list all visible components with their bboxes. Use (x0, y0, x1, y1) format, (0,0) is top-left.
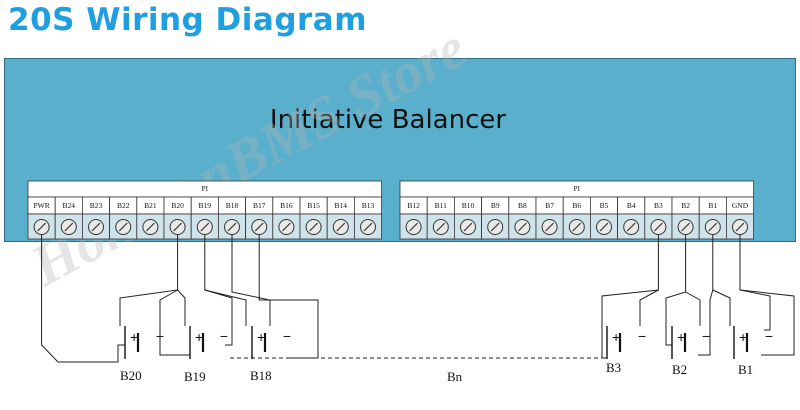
pin-label: B19 (199, 201, 212, 210)
pin-label: B24 (63, 201, 76, 210)
screw-slot (463, 222, 473, 232)
pin-label: B20 (171, 201, 184, 210)
pin-label: B7 (545, 201, 554, 210)
pin-label: B10 (462, 201, 475, 210)
connector-group: PI PWR B24 B23 B22 B21 B20 B19 B18 B17 B16 B15 B14 B1… (27, 180, 755, 240)
battery-cell: + − B2 (671, 326, 710, 377)
battery-cell: + − B1 (733, 326, 773, 377)
battery-group: + − B20 + − B19 + − B18 + − B3 + − B2 + − B1 (120, 326, 773, 384)
pin-label: B16 (280, 201, 293, 210)
pin-label: B8 (518, 201, 527, 210)
battery-minus-sign: − (638, 328, 646, 344)
pin-label: B3 (654, 201, 663, 210)
battery-plus-sign: + (739, 329, 747, 345)
screw-slot (490, 222, 500, 232)
board-label: Initiative Balancer (269, 105, 507, 135)
screw-slot (363, 222, 373, 232)
screw-slot (517, 222, 527, 232)
screw-slot (626, 222, 636, 232)
pin-label: B14 (335, 201, 348, 210)
pin-label: B13 (362, 201, 375, 210)
screw-slot (118, 222, 128, 232)
pin-label: GND (732, 201, 749, 210)
screw-slot (64, 222, 74, 232)
battery-minus-sign: − (220, 328, 228, 344)
battery-minus-sign: − (156, 328, 164, 344)
pin-label: B17 (253, 201, 266, 210)
battery-cell: + − B3 (606, 326, 646, 375)
pin-label: B12 (407, 201, 420, 210)
battery-label: B1 (738, 362, 753, 377)
battery-plus-sign: + (195, 329, 203, 345)
screw-slot (735, 222, 745, 232)
pin-label: B15 (307, 201, 320, 210)
pin-label: B22 (117, 201, 130, 210)
battery-label: B3 (606, 360, 621, 375)
screw-slot (281, 222, 291, 232)
pin-label: B18 (226, 201, 239, 210)
screw-slot (37, 222, 47, 232)
series-label: Bn (447, 369, 463, 384)
pin-label: B11 (435, 201, 447, 210)
battery-label: B2 (672, 362, 687, 377)
battery-plus-sign: + (612, 329, 620, 345)
battery-plus-sign: + (130, 329, 138, 345)
battery-cell: + − B20 (120, 326, 164, 383)
battery-minus-sign: − (702, 328, 710, 344)
screw-slot (227, 222, 237, 232)
screw-slot (145, 222, 155, 232)
battery-minus-sign: − (283, 328, 291, 344)
screw-slot (200, 222, 210, 232)
screw-slot (254, 222, 264, 232)
pin-label: PWR (33, 201, 49, 210)
pin-label: B21 (144, 201, 157, 210)
battery-minus-sign: − (765, 328, 773, 344)
pin-label: B1 (708, 201, 717, 210)
battery-plus-sign: + (257, 329, 265, 345)
pin-label: B23 (90, 201, 103, 210)
screw-slot (173, 222, 183, 232)
screw-slot (681, 222, 691, 232)
screw-slot (653, 222, 663, 232)
pin-label: B4 (627, 201, 636, 210)
battery-plus-sign: + (677, 329, 685, 345)
battery-cell: + − B19 (184, 326, 228, 384)
battery-cell: + − B18 (250, 326, 291, 383)
screw-slot (436, 222, 446, 232)
battery-label: B19 (184, 369, 206, 384)
screw-slot (309, 222, 319, 232)
screw-slot (599, 222, 609, 232)
screw-slot (91, 222, 101, 232)
screw-slot (572, 222, 582, 232)
pin-label: B2 (681, 201, 690, 210)
connector-header-label: PI (202, 185, 209, 193)
screw-slot (409, 222, 419, 232)
battery-label: B20 (120, 368, 142, 383)
pin-label: B9 (491, 201, 500, 210)
screw-slot (708, 222, 718, 232)
pin-label: B6 (572, 201, 581, 210)
screw-slot (545, 222, 555, 232)
battery-label: B18 (250, 368, 272, 383)
pin-label: B5 (600, 201, 609, 210)
wire-group (41, 235, 795, 363)
connector-header-label: PI (574, 185, 581, 193)
screw-slot (336, 222, 346, 232)
page-title: 20S Wiring Diagram (8, 2, 368, 38)
